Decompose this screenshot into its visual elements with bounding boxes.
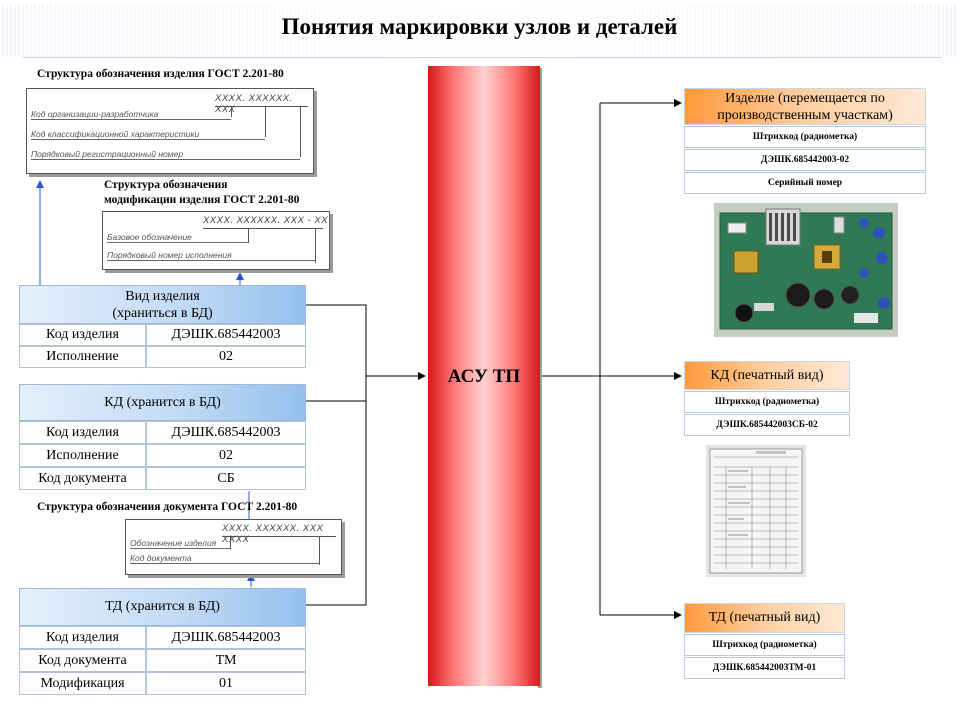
gost-doc-caption: Структура обозначения документа ГОСТ 2.2… <box>37 501 298 513</box>
document-photo <box>706 445 806 577</box>
product-type-header: Вид изделия (храниться в БД) <box>19 285 306 324</box>
gost-doc-box: XXXX. XXXXXX. XXX XXXX Обозначение издел… <box>125 519 342 575</box>
gost-product-row-1: Код организации-разработчика <box>31 109 231 120</box>
gost-doc-row-2: Код документа <box>130 553 319 564</box>
gost-mod-caption-line1: Структура обозначения <box>104 179 228 191</box>
product-type-label-code: Код изделия <box>19 324 146 346</box>
kd-db-label-execution: Исполнение <box>19 444 146 467</box>
product-out-serial: Серийный номер <box>684 172 926 194</box>
kd-db-value-code: ДЭШК.685442003 <box>146 421 306 444</box>
td-db-label-code: Код изделия <box>19 626 146 649</box>
td-print-designation: ДЭШК.685442003ТМ-01 <box>684 657 845 679</box>
gost-product-caption: Структура обозначения изделия ГОСТ 2.201… <box>37 68 284 80</box>
circuit-board-photo <box>714 203 898 337</box>
td-db-value-code: ДЭШК.685442003 <box>146 626 306 649</box>
td-print-barcode: Штрихкод (радиометка) <box>684 634 845 656</box>
td-db-label-modification: Модификация <box>19 672 146 695</box>
gost-product-box: XXXX. XXXXXX. XXX Код организации-разраб… <box>26 88 314 174</box>
td-print-header: ТД (печатный вид) <box>684 603 845 633</box>
product-type-title: Вид изделия <box>125 289 200 304</box>
product-out-designation: ДЭШК.685442003-02 <box>684 149 926 171</box>
product-out-header: Изделие (перемещается по производственны… <box>684 88 926 125</box>
td-db-header: ТД (хранится в БД) <box>19 588 306 626</box>
product-type-value-execution: 02 <box>146 346 306 368</box>
asu-tp-label: АСУ ТП <box>447 366 521 387</box>
gost-mod-code: XXXX. XXXXXX. XXX - XX <box>203 215 329 226</box>
gost-doc-row-1: Обозначение изделия <box>130 538 230 549</box>
product-type-subtitle: (храниться в БД) <box>112 306 213 321</box>
gost-mod-caption-line2: модификации изделия ГОСТ 2.201-80 <box>104 194 300 206</box>
kd-db-value-execution: 02 <box>146 444 306 467</box>
kd-print-header: КД (печатный вид) <box>684 361 850 390</box>
td-db-value-modification: 01 <box>146 672 306 695</box>
gost-mod-box: XXXX. XXXXXX. XXX - XX Базовое обозначен… <box>102 211 330 270</box>
title-divider <box>22 57 942 58</box>
product-out-title-line2: производственным участкам) <box>717 108 893 123</box>
gost-product-row-3: Порядковый регистрационный номер <box>31 149 300 160</box>
kd-db-value-doc: СБ <box>146 467 306 490</box>
gost-doc-code: XXXX. XXXXXX. XXX XXXX <box>222 523 324 545</box>
product-out-barcode: Штрихкод (радиометка) <box>684 126 926 148</box>
kd-db-label-code: Код изделия <box>19 421 146 444</box>
product-out-title-line1: Изделие (перемещается по <box>725 91 885 106</box>
product-type-value-code: ДЭШК.685442003 <box>146 324 306 346</box>
title-band <box>0 5 959 57</box>
td-db-value-doc: ТМ <box>146 649 306 672</box>
page-title: Понятия маркировки узлов и деталей <box>281 14 678 39</box>
kd-print-barcode: Штрихкод (радиометка) <box>684 391 850 413</box>
kd-db-header: КД (хранится в БД) <box>19 384 306 421</box>
gost-product-row-2: Код классификационной характеристики <box>31 129 265 140</box>
gost-product-code: XXXX. XXXXXX. XXX <box>215 93 293 115</box>
gost-mod-row-2: Порядковый номер исполнения <box>107 250 315 261</box>
line-td-to-asu <box>306 376 367 606</box>
asu-shadow <box>538 68 542 688</box>
kd-db-label-doc: Код документа <box>19 467 146 490</box>
product-type-label-execution: Исполнение <box>19 346 146 368</box>
asu-tp-bar <box>428 66 540 686</box>
td-db-label-doc: Код документа <box>19 649 146 672</box>
kd-print-designation: ДЭШК.685442003СБ-02 <box>684 414 850 436</box>
gost-mod-row-1: Базовое обозначение <box>107 232 248 243</box>
arrow-product-type-to-asu <box>306 304 426 380</box>
